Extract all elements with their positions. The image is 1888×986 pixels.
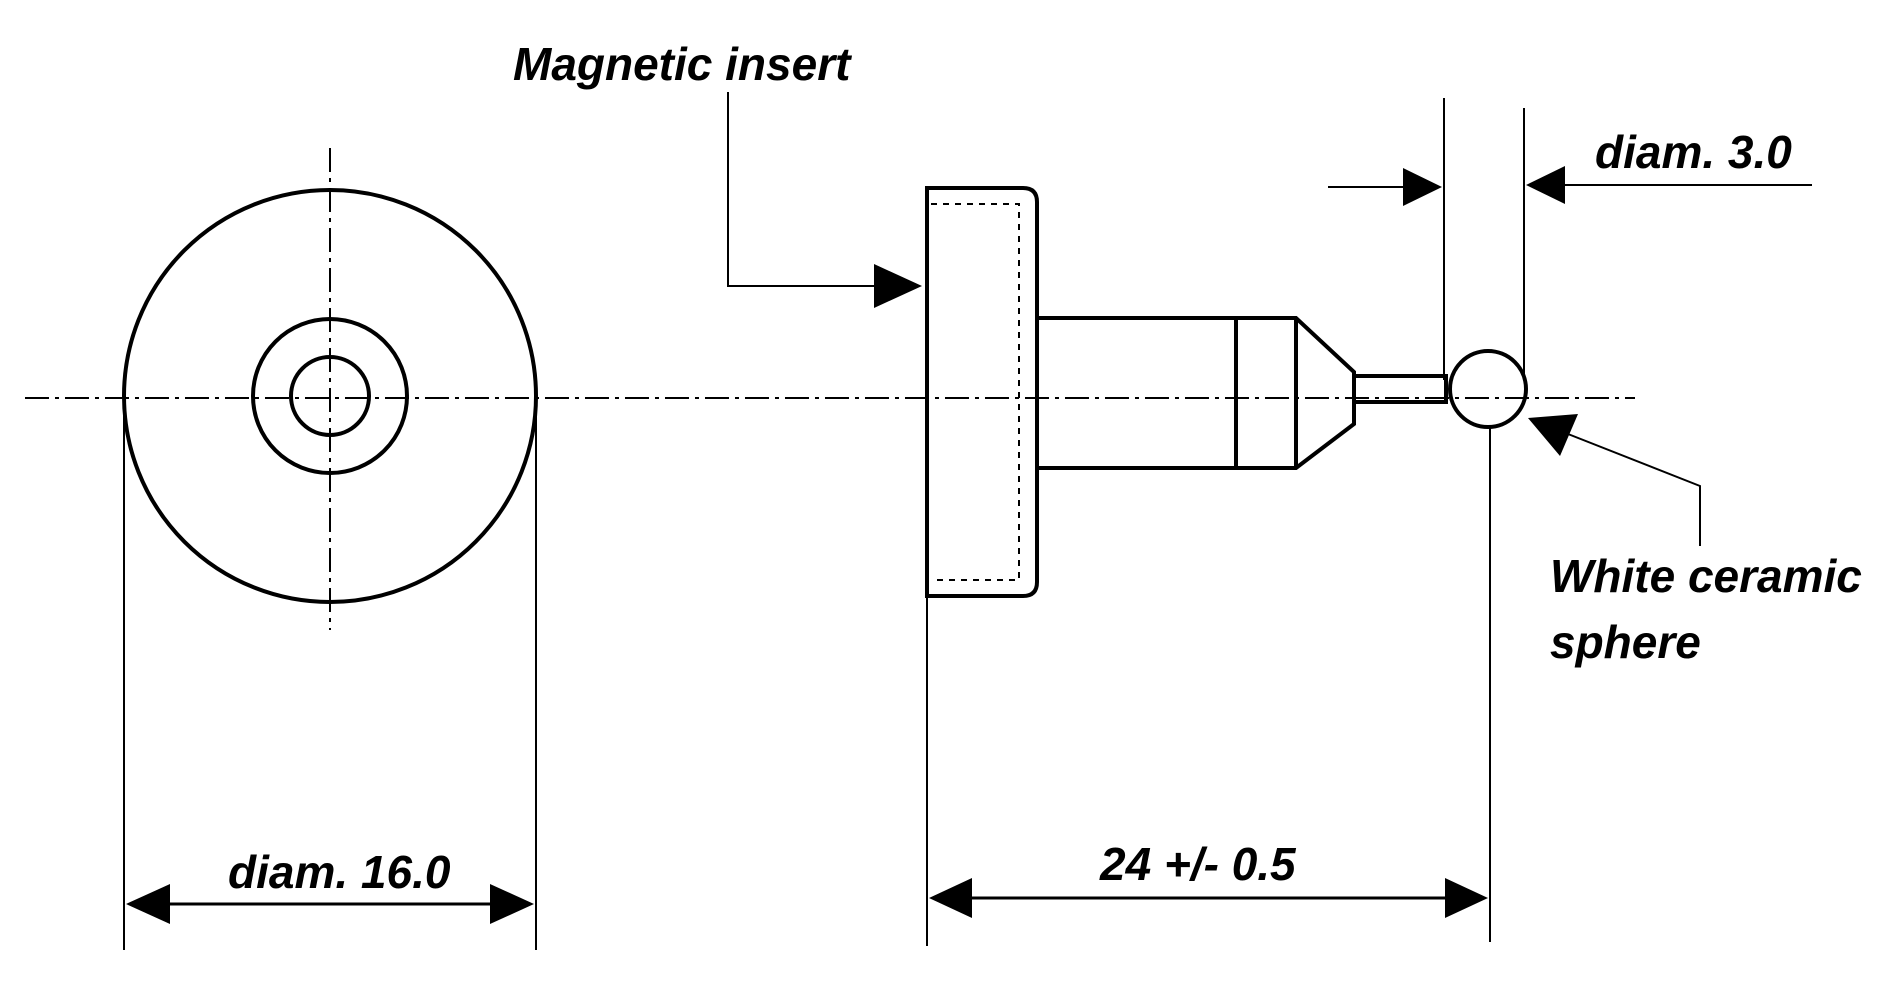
insert-flange-inner-dotted — [931, 203, 1020, 581]
leader-arrowhead — [1528, 414, 1578, 456]
shaft-outline — [1037, 316, 1356, 470]
insert-flange-outline — [925, 186, 1039, 598]
sphere-label-line2: sphere — [1550, 616, 1701, 668]
arrowhead-left — [126, 884, 170, 924]
stem — [1352, 374, 1448, 404]
arrowhead-left — [1403, 168, 1442, 206]
sphere-label-line1: White ceramic — [1550, 550, 1862, 602]
arrowhead-right — [1445, 878, 1488, 918]
magnetic-insert-label: Magnetic insert — [513, 38, 852, 90]
dimension-diam-3 — [1328, 98, 1812, 380]
ceramic-sphere — [1448, 349, 1528, 429]
arrowhead-right — [490, 884, 534, 924]
sphere-leader — [1528, 414, 1701, 546]
leader-arrowhead — [874, 264, 922, 308]
leader-line — [727, 92, 878, 287]
front-view — [122, 148, 538, 630]
leader-line — [1567, 433, 1701, 546]
side-view — [925, 186, 1528, 598]
diam-16-label: diam. 16.0 — [228, 846, 451, 898]
arrowhead-left — [929, 878, 972, 918]
dimension-length — [926, 428, 1491, 946]
dimension-diam-16 — [123, 398, 537, 950]
diam-3-label: diam. 3.0 — [1595, 126, 1792, 178]
magnetic-insert-leader — [727, 92, 922, 308]
length-label: 24 +/- 0.5 — [1099, 838, 1297, 890]
arrowhead-right — [1526, 166, 1565, 204]
